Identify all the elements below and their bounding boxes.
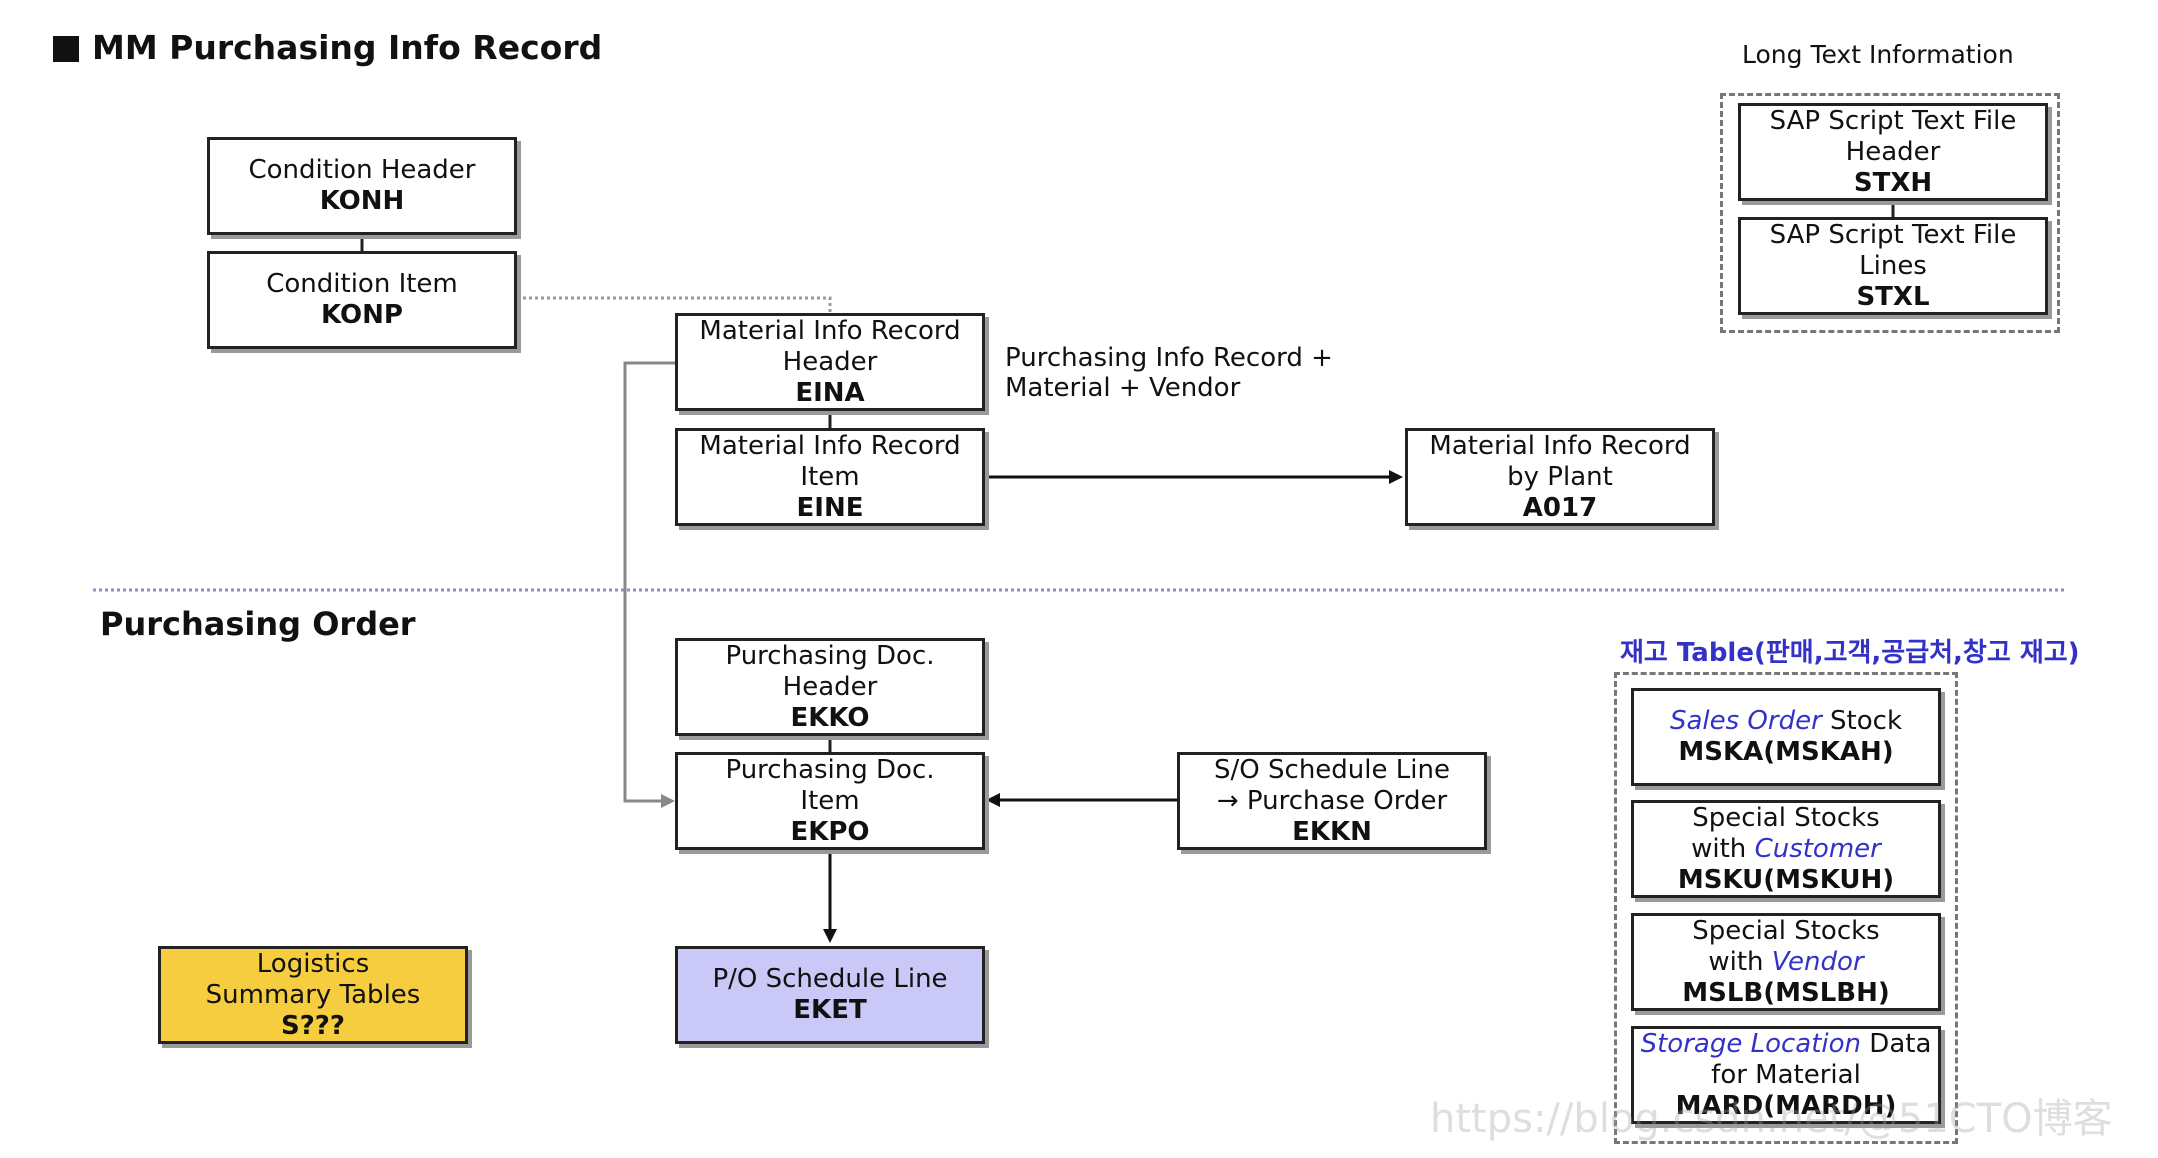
stxl-code: STXL bbox=[1856, 281, 1930, 312]
a017-code: A017 bbox=[1522, 492, 1598, 523]
long-text-title: Long Text Information bbox=[1742, 40, 2014, 69]
a017-label: Material Info Record bbox=[1429, 430, 1691, 461]
msku-label: Special Stocks bbox=[1692, 802, 1880, 833]
mard-label: Storage Location Data bbox=[1641, 1029, 1932, 1060]
mard-table: Storage Location Data for Material MARD(… bbox=[1631, 1026, 1941, 1124]
ekpo-label: Purchasing Doc. bbox=[725, 754, 935, 785]
eine-code: EINE bbox=[796, 492, 864, 523]
mska-table: Sales Order Stock MSKA(MSKAH) bbox=[1631, 688, 1941, 786]
msku-code: MSKU(MSKUH) bbox=[1677, 864, 1895, 895]
mslb-code: MSLB(MSLBH) bbox=[1682, 977, 1890, 1008]
purchasing-order-title: Purchasing Order bbox=[100, 605, 416, 643]
mslb-label: Special Stocks bbox=[1692, 915, 1880, 946]
info-record-key-line2: Material + Vendor bbox=[1005, 373, 1241, 403]
eina-code: EINA bbox=[795, 377, 865, 408]
mska-code: MSKA(MSKAH) bbox=[1678, 737, 1894, 767]
eina-label: Material Info Record bbox=[699, 315, 961, 346]
eket-table: P/O Schedule Line EKET bbox=[675, 946, 985, 1044]
title-bullet bbox=[53, 36, 79, 62]
info-record-title: MM Purchasing Info Record bbox=[92, 28, 603, 67]
a017-label-2: by Plant bbox=[1507, 461, 1613, 492]
konp-code: KONP bbox=[321, 300, 403, 330]
ekpo-table: Purchasing Doc. Item EKPO bbox=[675, 752, 985, 850]
mard-emphasis: Storage Location bbox=[1640, 1028, 1862, 1059]
mslb-emphasis: Vendor bbox=[1771, 946, 1864, 977]
stxh-table: SAP Script Text File Header STXH bbox=[1738, 103, 2048, 201]
info-record-key-note: Purchasing Info Record + Material + Vend… bbox=[1005, 343, 1333, 403]
eine-table: Material Info Record Item EINE bbox=[675, 428, 985, 526]
ekkn-table: S/O Schedule Line → Purchase Order EKKN bbox=[1177, 752, 1487, 850]
eina-table: Material Info Record Header EINA bbox=[675, 313, 985, 411]
mska-label: Sales Order Stock bbox=[1670, 706, 1902, 737]
msku-table: Special Stocks with Customer MSKU(MSKUH) bbox=[1631, 800, 1941, 898]
logistics-label-2: Summary Tables bbox=[205, 979, 421, 1010]
logistics-code: S??? bbox=[281, 1010, 345, 1041]
ekkn-code: EKKN bbox=[1292, 816, 1372, 847]
mard-label-2: for Material bbox=[1711, 1059, 1861, 1090]
stock-tables-group bbox=[1614, 672, 1958, 1144]
info-record-key-line1: Purchasing Info Record + bbox=[1005, 343, 1333, 373]
ekkn-label-2: → Purchase Order bbox=[1216, 785, 1448, 816]
ekpo-label-2: Item bbox=[800, 785, 860, 816]
msku-emphasis: Customer bbox=[1754, 833, 1881, 864]
connector-konp-eina bbox=[517, 296, 832, 313]
mska-rest: Stock bbox=[1821, 706, 1903, 736]
konp-table: Condition Item KONP bbox=[207, 251, 517, 349]
stxl-table: SAP Script Text File Lines STXL bbox=[1738, 217, 2048, 315]
mslb-pre: with bbox=[1708, 946, 1772, 977]
ekko-code: EKKO bbox=[790, 702, 870, 733]
ekpo-code: EKPO bbox=[790, 816, 870, 847]
long-text-group bbox=[1720, 93, 2060, 333]
mard-rest: Data bbox=[1861, 1028, 1932, 1059]
eket-label: P/O Schedule Line bbox=[712, 964, 948, 994]
eine-label-2: Item bbox=[800, 461, 860, 492]
eket-code: EKET bbox=[793, 995, 867, 1025]
watermark: https://blog.csdn.net/@51CTO博客 bbox=[1430, 1096, 2113, 1142]
logistics-label: Logistics bbox=[256, 948, 370, 979]
msku-label-2: with Customer bbox=[1691, 834, 1881, 865]
konh-table: Condition Header KONH bbox=[207, 137, 517, 235]
stxh-label-2: Header bbox=[1845, 136, 1941, 167]
msku-pre: with bbox=[1691, 833, 1755, 864]
ekkn-label: S/O Schedule Line bbox=[1214, 754, 1450, 785]
ekko-label-2: Header bbox=[782, 671, 878, 702]
stxh-label: SAP Script Text File bbox=[1769, 105, 2017, 136]
stxh-code: STXH bbox=[1853, 167, 1933, 198]
stock-tables-title: 재고 Table(판매,고객,공급처,창고 재고) bbox=[1620, 638, 2080, 668]
stxl-label: SAP Script Text File bbox=[1769, 219, 2017, 250]
konh-label: Condition Header bbox=[248, 155, 476, 185]
ekko-table: Purchasing Doc. Header EKKO bbox=[675, 638, 985, 736]
mska-emphasis: Sales Order bbox=[1669, 706, 1822, 736]
konh-code: KONH bbox=[319, 186, 405, 216]
a017-table: Material Info Record by Plant A017 bbox=[1405, 428, 1715, 526]
mard-code: MARD(MARDH) bbox=[1675, 1090, 1897, 1121]
stxl-label-2: Lines bbox=[1859, 250, 1927, 281]
mslb-table: Special Stocks with Vendor MSLB(MSLBH) bbox=[1631, 913, 1941, 1011]
ekko-label: Purchasing Doc. bbox=[725, 640, 935, 671]
konp-label: Condition Item bbox=[266, 269, 458, 299]
connector-eina-ekpo bbox=[623, 361, 675, 808]
eine-label: Material Info Record bbox=[699, 430, 961, 461]
eina-label-2: Header bbox=[782, 346, 878, 377]
mslb-label-2: with Vendor bbox=[1708, 947, 1863, 978]
logistics-summary-table: Logistics Summary Tables S??? bbox=[158, 946, 468, 1044]
